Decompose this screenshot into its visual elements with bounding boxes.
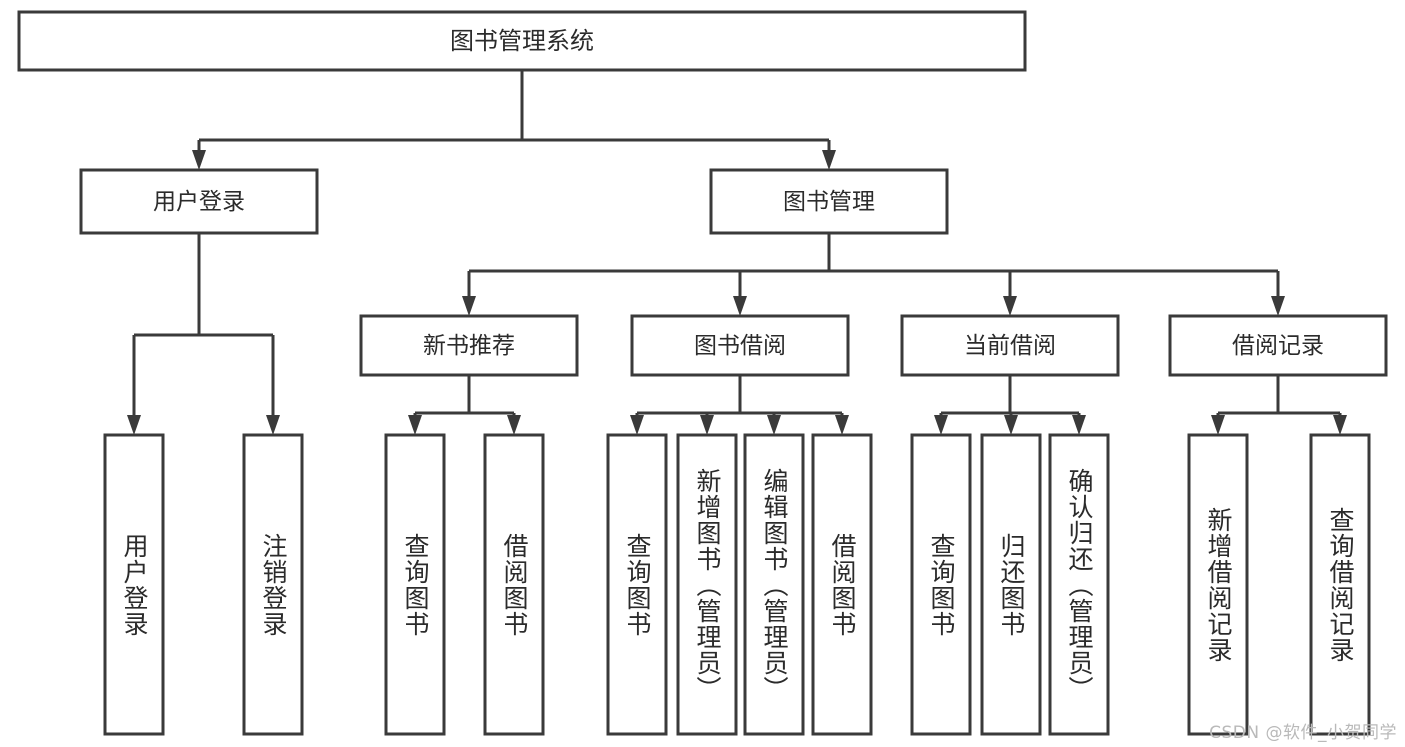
node-label-book-borrow: 图书借阅: [694, 333, 786, 359]
node-box-leaf-query-book-rec[interactable]: [384, 433, 446, 736]
node-box-borrow-record[interactable]: [1168, 314, 1388, 377]
arrow-head-icon: [1003, 296, 1017, 316]
arrow-head-icon: [1211, 415, 1225, 435]
node-box-book-management[interactable]: [709, 168, 949, 235]
node-label-new-book-recommend: 新书推荐: [423, 333, 515, 359]
node-box-leaf-borrow-book-rec[interactable]: [483, 433, 545, 736]
arrow-head-icon: [1271, 296, 1285, 316]
arrow-head-icon: [822, 150, 836, 170]
arrow-head-icon: [1333, 415, 1347, 435]
node-box-leaf-edit-book[interactable]: [743, 433, 805, 736]
node-label-root: 图书管理系统: [450, 27, 594, 55]
arrow-head-icon: [266, 415, 280, 435]
csdn-watermark: CSDN @软件_小贺同学: [1209, 723, 1397, 743]
node-box-user-login[interactable]: [79, 168, 319, 235]
node-box-leaf-logout[interactable]: [242, 433, 304, 736]
arrow-head-icon: [192, 150, 206, 170]
node-box-leaf-confirm-return[interactable]: [1048, 433, 1110, 736]
arrow-head-icon: [1072, 415, 1086, 435]
node-box-new-book-recommend[interactable]: [359, 314, 579, 377]
node-box-leaf-query-book-current[interactable]: [910, 433, 972, 736]
connector-layer: [127, 70, 1347, 435]
node-box-book-borrow[interactable]: [630, 314, 850, 377]
arrow-head-icon: [507, 415, 521, 435]
arrow-head-icon: [408, 415, 422, 435]
node-label-current-borrow: 当前借阅: [964, 333, 1056, 359]
node-box-leaf-borrow-book[interactable]: [811, 433, 873, 736]
arrow-head-icon: [835, 415, 849, 435]
node-box-leaf-user-login[interactable]: [103, 433, 165, 736]
node-box-leaf-query-record[interactable]: [1309, 433, 1371, 736]
arrow-head-icon: [1004, 415, 1018, 435]
node-box-leaf-return-book[interactable]: [980, 433, 1042, 736]
arrow-head-icon: [767, 415, 781, 435]
node-label-book-management: 图书管理: [783, 189, 875, 215]
node-box-current-borrow[interactable]: [900, 314, 1120, 377]
node-label-user-login: 用户登录: [153, 189, 245, 215]
arrow-head-icon: [630, 415, 644, 435]
node-box-root[interactable]: [17, 10, 1027, 72]
node-label-borrow-record: 借阅记录: [1232, 333, 1324, 359]
node-box-leaf-query-book-borrow[interactable]: [606, 433, 668, 736]
node-box-leaf-add-book[interactable]: [676, 433, 738, 736]
arrow-head-icon: [934, 415, 948, 435]
arrow-head-icon: [700, 415, 714, 435]
arrow-head-icon: [733, 296, 747, 316]
arrow-head-icon: [462, 296, 476, 316]
node-box-leaf-add-record[interactable]: [1187, 433, 1249, 736]
arrow-head-icon: [127, 415, 141, 435]
